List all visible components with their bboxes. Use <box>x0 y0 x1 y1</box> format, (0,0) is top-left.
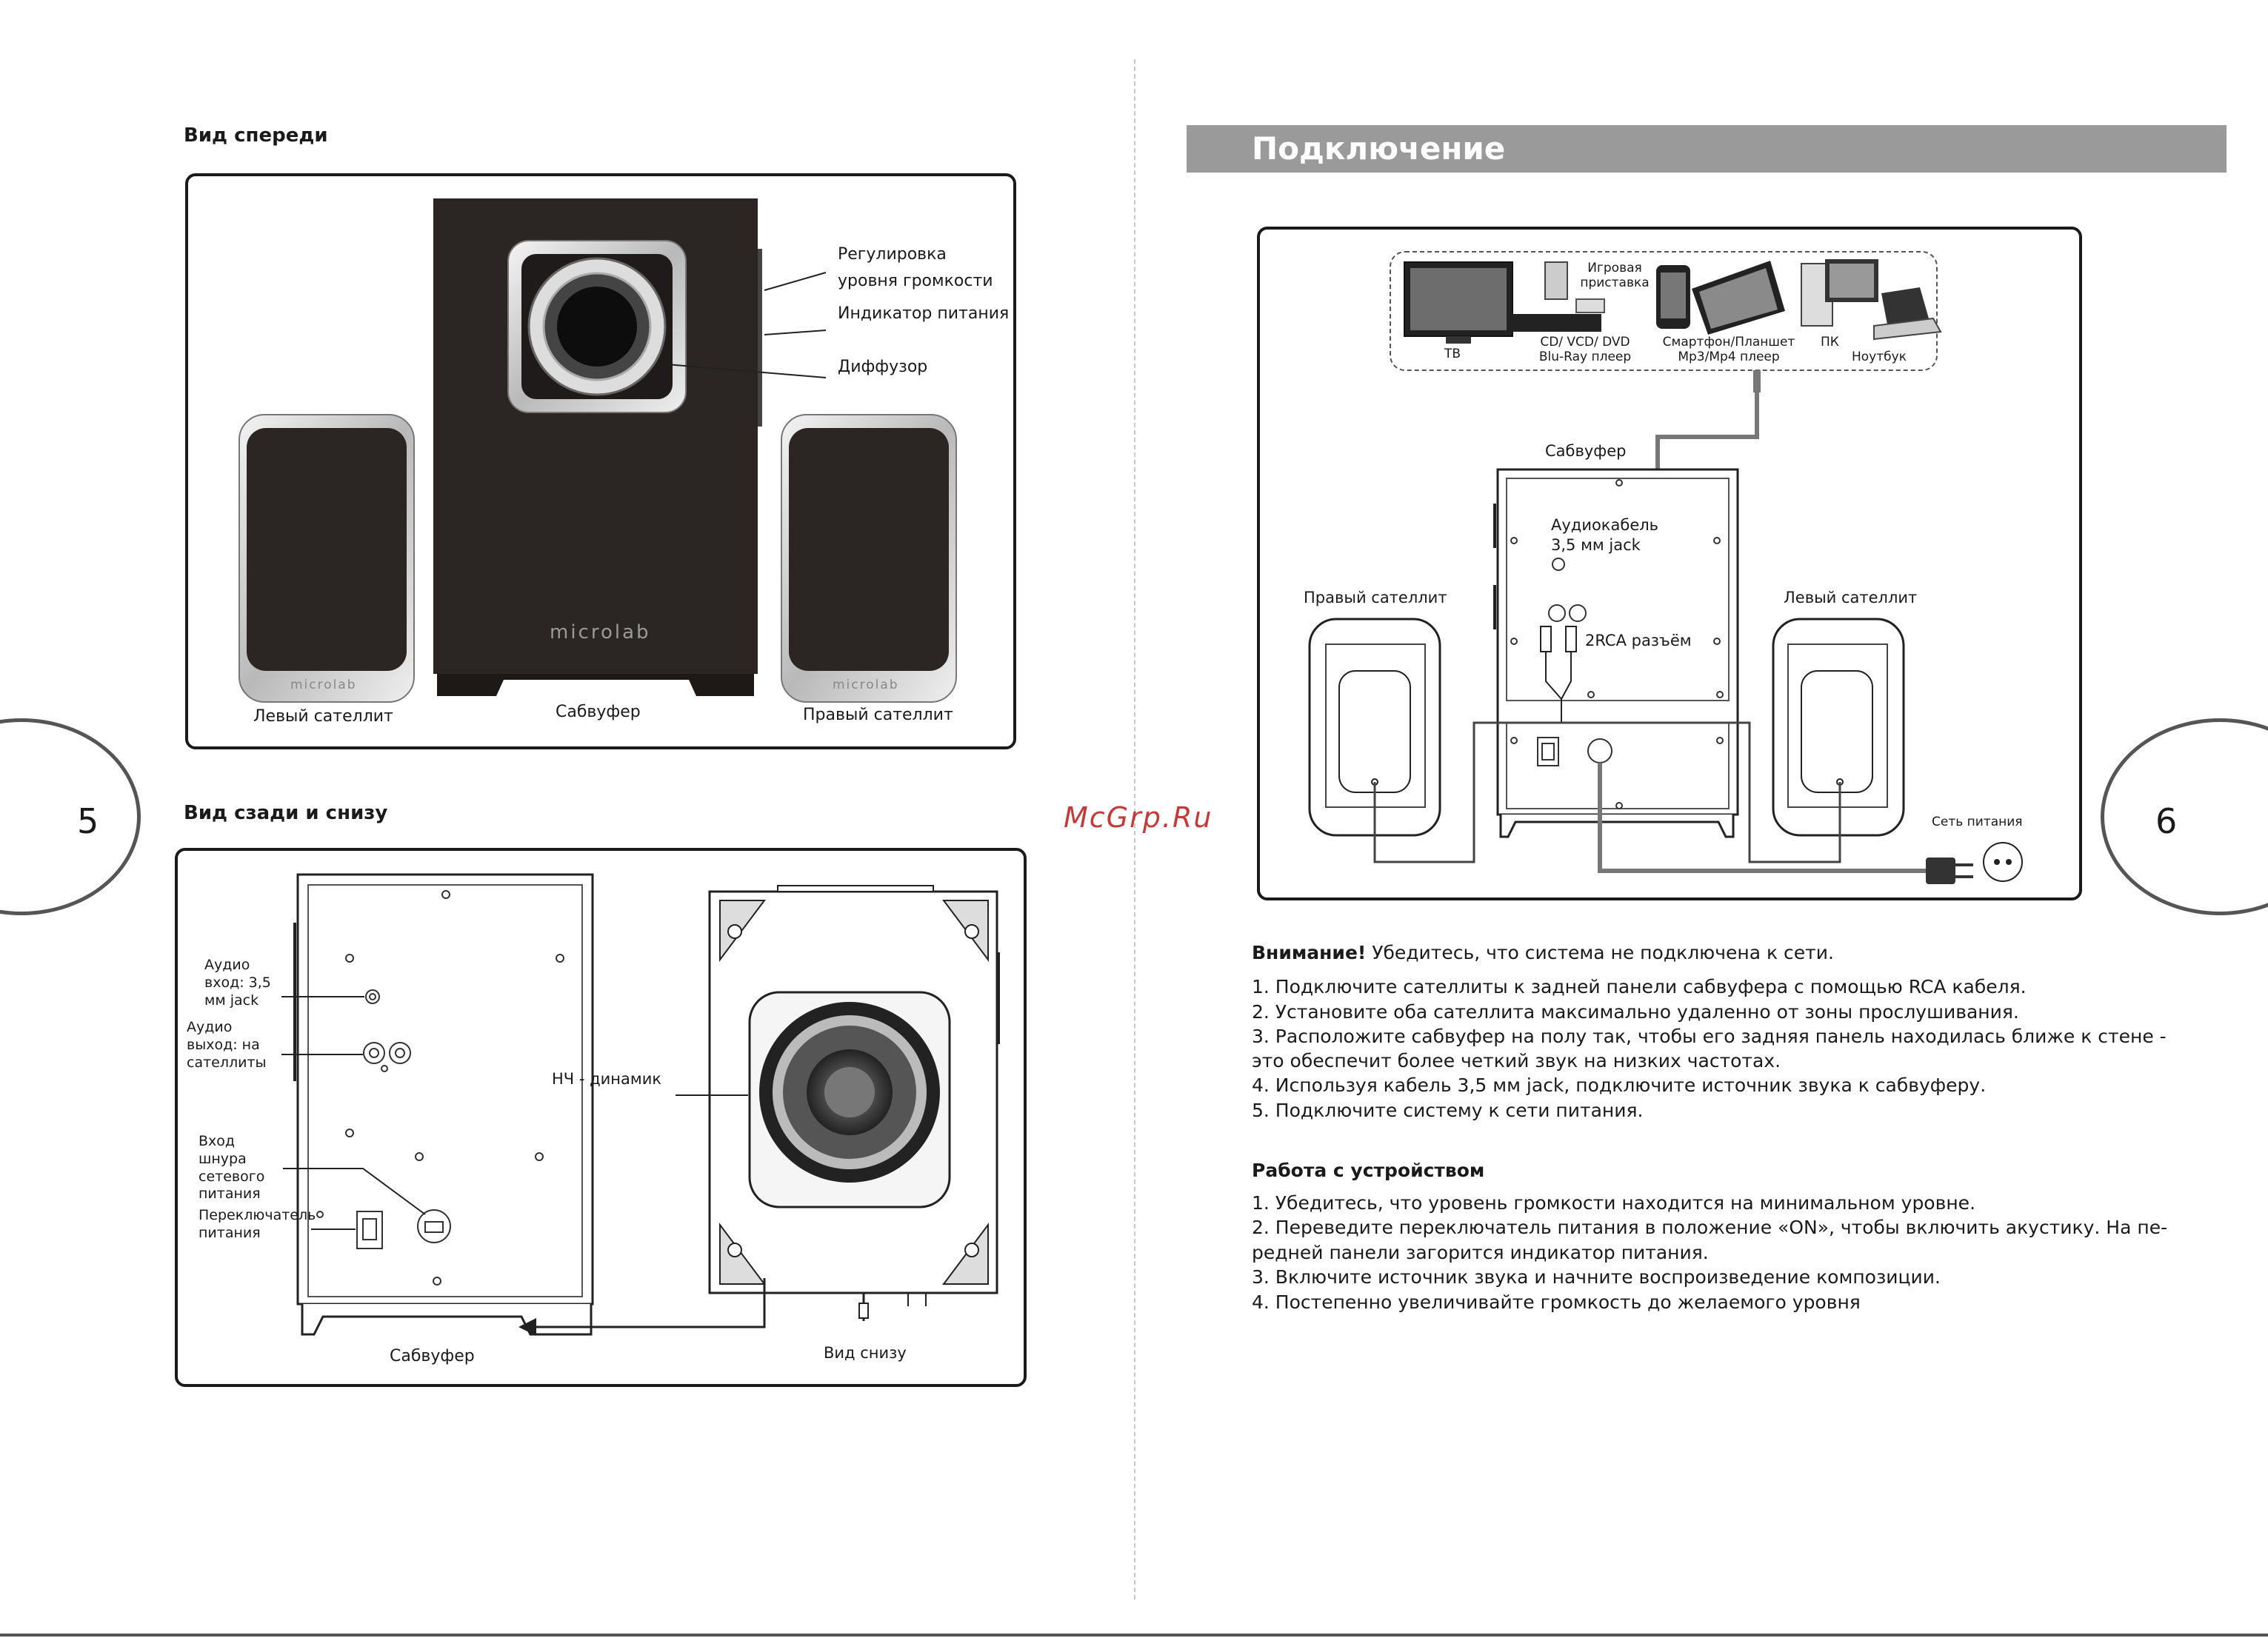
step-line: 2. Установите оба сателлита максимально … <box>1252 1001 2019 1023</box>
rear-subwoofer-label: Сабвуфер <box>390 1347 475 1365</box>
diagram-subwoofer-label: Сабвуфер <box>1545 442 1627 460</box>
subwoofer-label: Сабвуфер <box>556 703 641 721</box>
audio-cable-label: Аудиокабель 3,5 мм jack <box>1551 516 1659 555</box>
step-line: это обеспечит более четкий звук на низки… <box>1252 1050 1781 1072</box>
step-line: 3. Расположите сабвуфер на полу так, что… <box>1252 1026 2167 1047</box>
audio-out-callout: Аудио выход: на сателлиты <box>187 1019 267 1071</box>
operation-line: редней панели загорится индикатор питани… <box>1252 1242 1709 1263</box>
diffuser-callout: Диффузор <box>838 358 928 376</box>
page-number-left: 5 <box>77 801 99 841</box>
right-satellite-label: Правый сателлит <box>803 706 953 724</box>
page-number-right: 6 <box>2155 801 2178 841</box>
diagram-right-satellite-label: Правый сателлит <box>1304 589 1447 606</box>
operation-line: 3. Включите источник звука и начните вос… <box>1252 1266 1941 1288</box>
diagram-left-satellite-label: Левый сателлит <box>1784 589 1918 606</box>
warning-bold: Внимание! <box>1252 942 1367 963</box>
power-switch-callout: Переключатель питания <box>199 1207 316 1241</box>
front-view-frame <box>185 173 1016 749</box>
audio-in-callout: Аудио вход: 3,5 мм jack <box>204 957 271 1009</box>
front-view-title: Вид спереди <box>184 124 328 147</box>
section-header-bar <box>1187 125 2227 173</box>
operation-line: 4. Постепенно увеличивайте громкость до … <box>1252 1291 1861 1313</box>
source-console-label: Игровая приставка <box>1580 261 1650 291</box>
connection-diagram-frame <box>1257 227 2082 900</box>
source-tv-label: ТВ <box>1444 347 1461 361</box>
bottom-view-label: Вид снизу <box>824 1344 907 1362</box>
page-divider <box>1134 59 1135 1599</box>
warning-body: Убедитесь, что система не подключена к с… <box>1366 942 1834 963</box>
source-laptop-label: Ноутбук <box>1852 350 1907 364</box>
operation-line: 1. Убедитесь, что уровень громкости нахо… <box>1252 1192 1976 1214</box>
mains-label: Сеть питания <box>1932 815 2023 829</box>
watermark: McGrp.Ru <box>1064 801 1213 834</box>
right-satellite-logo: microlab <box>833 678 899 692</box>
section-header-title: Подключение <box>1252 130 1506 167</box>
source-pc-label: ПК <box>1821 335 1839 350</box>
power-indicator-callout: Индикатор питания <box>838 304 1010 323</box>
warning-text: Внимание! Убедитесь, что система не подк… <box>1252 940 1834 966</box>
step-line: 5. Подключите систему к сети питания. <box>1252 1100 1644 1121</box>
bottom-rule <box>0 1634 2268 1637</box>
subwoofer-logo: microlab <box>550 621 651 644</box>
step-line: 1. Подключите сателлиты к задней панели … <box>1252 976 2027 997</box>
rear-view-title: Вид сзади и снизу <box>184 802 388 824</box>
rca-label: 2RCA разъём <box>1585 632 1692 649</box>
woofer-callout: НЧ - динамик <box>552 1070 662 1088</box>
operation-line: 2. Переведите переключатель питания в по… <box>1252 1217 2168 1238</box>
source-mobile-label: Смартфон/Планшет Mp3/Mp4 плеер <box>1662 335 1795 365</box>
volume-knob-callout: Регулировка уровня громкости <box>838 245 993 290</box>
operation-title: Работа с устройством <box>1252 1160 1485 1181</box>
rear-view-frame <box>175 848 1027 1387</box>
power-cord-callout: Вход шнура сетевого питания <box>199 1133 265 1203</box>
step-line: 4. Используя кабель 3,5 мм jack, подключ… <box>1252 1074 1987 1096</box>
left-satellite-logo: microlab <box>290 678 357 692</box>
source-player-label: CD/ VCD/ DVD Blu-Ray плеер <box>1538 335 1632 365</box>
left-satellite-label: Левый сателлит <box>253 707 393 726</box>
